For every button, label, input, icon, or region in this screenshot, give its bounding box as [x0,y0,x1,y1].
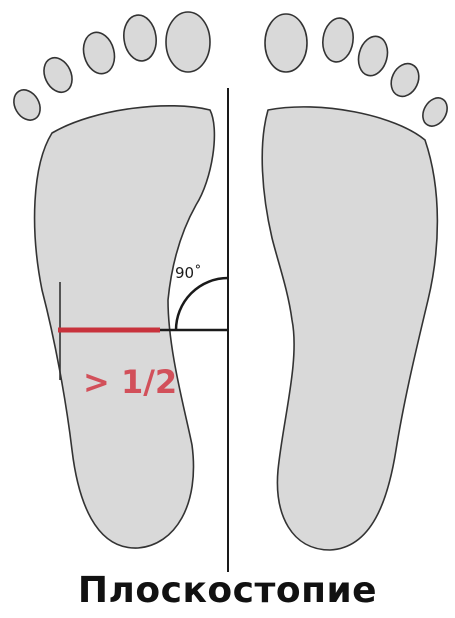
right-toe-4 [386,59,424,101]
right-toe-2 [320,16,356,64]
right-toe-5 [418,94,452,131]
left-toe-2 [39,53,78,97]
caption-title: Плоскостопие [0,570,455,611]
left-toe-4 [121,13,159,63]
angle-label: 90˚ [175,264,202,282]
ratio-label: > 1/2 [83,363,177,401]
left-foot-sole [35,106,215,548]
left-toe-3 [79,29,119,77]
right-foot-sole [262,107,437,550]
right-big-toe [265,14,307,72]
left-toe-1 [9,85,46,125]
left-big-toe [166,12,210,72]
right-toe-3 [354,33,391,79]
right-angle-arc [176,278,228,330]
